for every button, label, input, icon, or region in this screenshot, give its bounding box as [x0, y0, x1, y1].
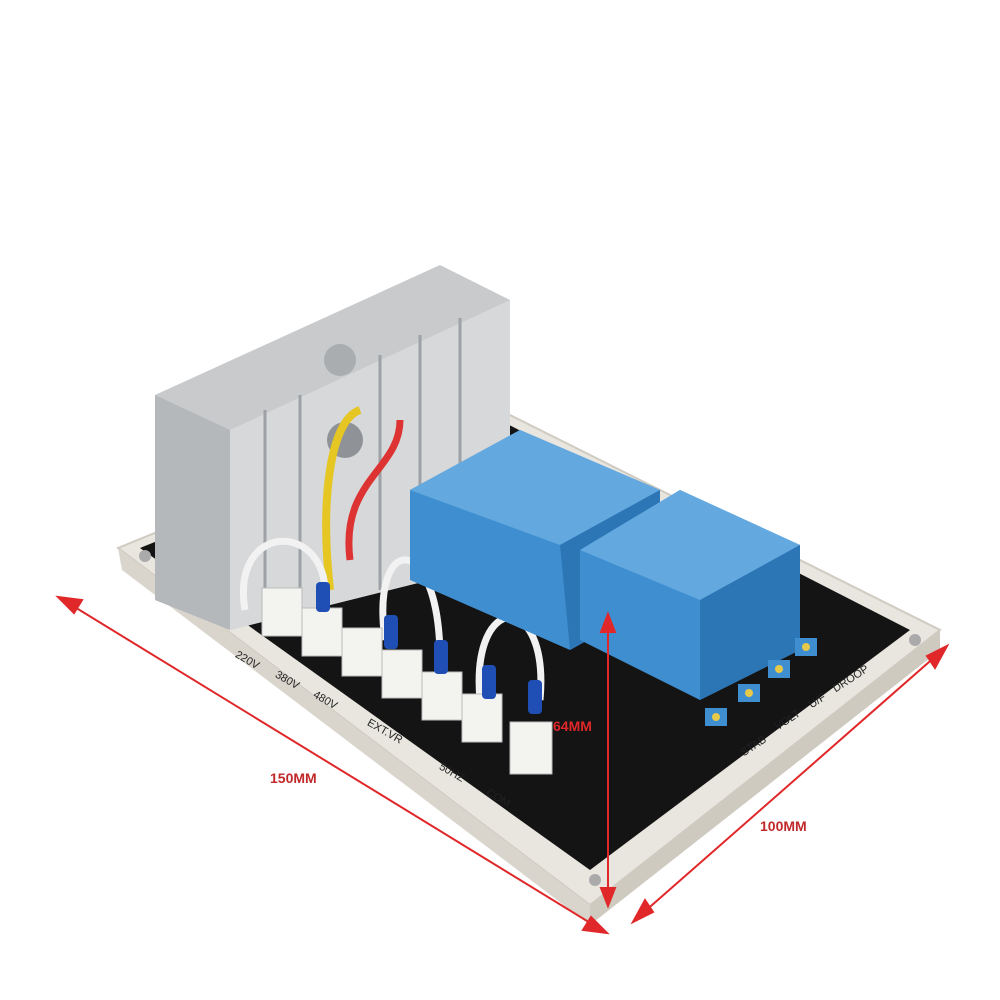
- dimension-height: 64MM: [553, 718, 592, 734]
- dimension-length: 150MM: [270, 770, 317, 786]
- base-plate-side: [118, 548, 590, 925]
- terminal-block: [261, 587, 553, 775]
- dimension-arrows: [55, 595, 950, 935]
- dimension-width: 100MM: [760, 818, 807, 834]
